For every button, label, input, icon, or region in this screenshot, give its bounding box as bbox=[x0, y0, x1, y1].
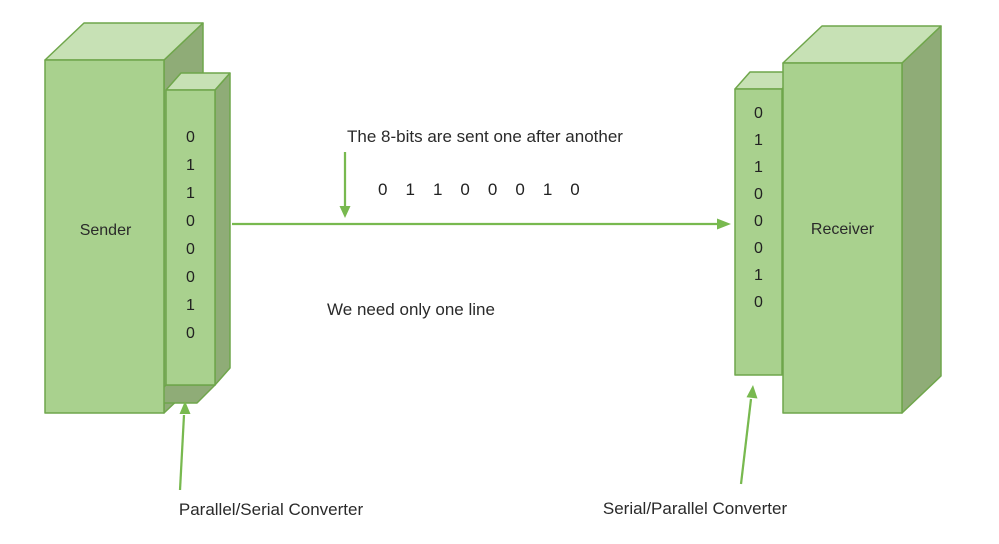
serial-parallel-converter-label: Serial/Parallel Converter bbox=[602, 499, 788, 518]
serial-bit: 0 bbox=[487, 180, 498, 199]
right-converter-arrowhead-icon bbox=[746, 385, 758, 399]
sender-converter-front-face bbox=[165, 89, 216, 386]
serial-note-text: The 8-bits are sent one after another bbox=[347, 127, 623, 146]
sender-bit: 1 bbox=[186, 185, 195, 202]
left-converter-up-arrow bbox=[178, 414, 186, 491]
parallel-serial-converter-label: Parallel/Serial Converter bbox=[178, 500, 364, 519]
receiver-parallel-bits: 0 1 1 0 0 0 1 0 bbox=[735, 100, 782, 316]
receiver-converter-front-face bbox=[734, 88, 783, 376]
serial-bit: 0 bbox=[570, 180, 580, 199]
serial-note-arrowhead-icon bbox=[339, 206, 351, 218]
serial-bit: 1 bbox=[432, 180, 443, 199]
transmission-arrowhead-icon bbox=[717, 218, 731, 230]
serial-bit: 0 bbox=[515, 180, 525, 199]
sender-bit: 0 bbox=[186, 241, 195, 258]
sender-bit: 0 bbox=[186, 269, 195, 286]
serial-bit: 1 bbox=[542, 180, 553, 199]
receiver-bit: 0 bbox=[754, 186, 763, 203]
sender-box-front-face bbox=[44, 59, 165, 414]
sender-label: Sender bbox=[79, 222, 132, 239]
receiver-box-front-face bbox=[782, 62, 903, 414]
receiver-bit: 0 bbox=[754, 240, 763, 257]
sender-bit: 1 bbox=[186, 297, 195, 314]
receiver-bit: 1 bbox=[754, 159, 763, 176]
receiver-bit: 0 bbox=[754, 294, 763, 311]
receiver-bit: 1 bbox=[754, 132, 763, 149]
sender-converter-side-face bbox=[214, 72, 231, 386]
sender-bit: 0 bbox=[186, 129, 195, 146]
one-line-note-text: We need only one line bbox=[327, 300, 495, 319]
serial-bits-row: 0 1 1 0 0 0 1 0 bbox=[378, 180, 580, 200]
serial-bit: 0 bbox=[460, 180, 470, 199]
receiver-label: Receiver bbox=[810, 221, 875, 238]
receiver-bit: 1 bbox=[754, 267, 763, 284]
sender-bit: 0 bbox=[186, 213, 195, 230]
sender-bit: 1 bbox=[186, 157, 195, 174]
serial-bit: 0 bbox=[378, 180, 388, 199]
sender-bit: 0 bbox=[186, 325, 195, 342]
right-converter-up-arrow bbox=[739, 398, 753, 485]
serial-bit: 1 bbox=[405, 180, 415, 199]
receiver-bit: 0 bbox=[754, 105, 763, 122]
receiver-bit: 0 bbox=[754, 213, 763, 230]
sender-parallel-bits: 0 1 1 0 0 0 1 0 bbox=[166, 124, 215, 348]
receiver-box-side-face bbox=[901, 25, 942, 414]
left-converter-arrowhead-icon bbox=[179, 401, 191, 414]
